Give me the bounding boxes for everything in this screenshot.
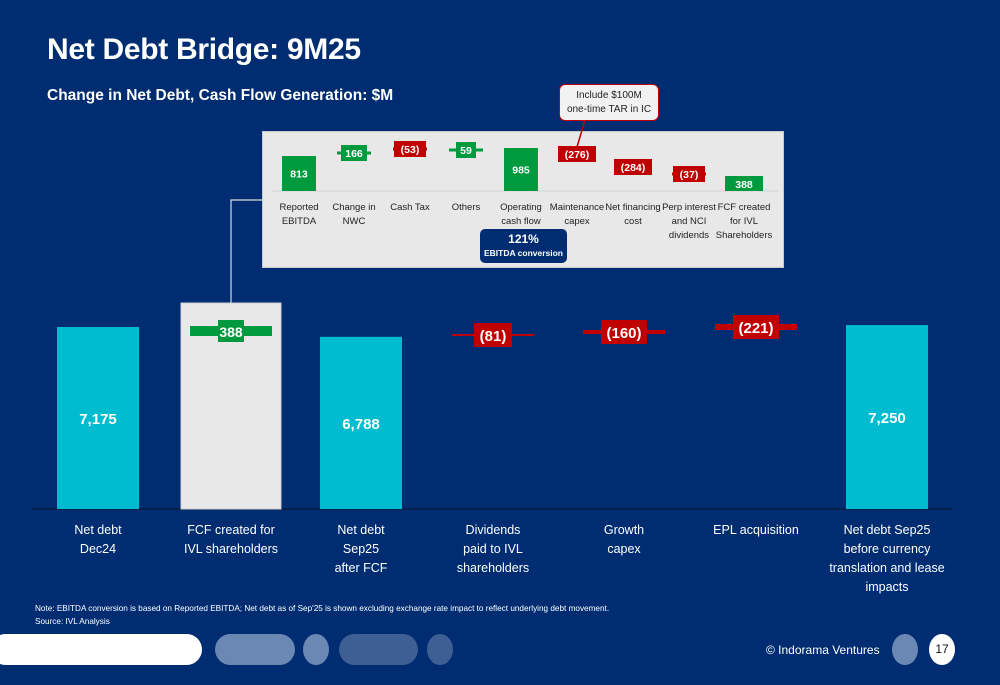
- inset-category-label: Reported: [279, 202, 318, 213]
- category-label: Dividends: [466, 523, 521, 537]
- inset-data-label: 813: [290, 169, 308, 181]
- category-label: FCF created for: [187, 523, 275, 537]
- category-label: impacts: [865, 580, 908, 594]
- footer-decoration-dot: [427, 634, 453, 665]
- inset-data-label-box: [673, 166, 705, 182]
- inset-category-label: Maintenance: [550, 202, 604, 213]
- inset-category-label: for IVL: [730, 216, 758, 227]
- inset-category-label: dividends: [669, 230, 709, 241]
- inset-data-label-box: [614, 159, 652, 175]
- inset-data-label: 985: [512, 165, 530, 177]
- category-label: EPL acquisition: [713, 523, 799, 537]
- category-label: before currency: [844, 542, 932, 556]
- inset-category-label: FCF created: [718, 202, 771, 213]
- bar-net-debt: [57, 327, 139, 509]
- footer-decoration-pill: [215, 634, 295, 665]
- page-title: Net Debt Bridge: 9M25: [47, 33, 361, 66]
- inset-category-label: Operating: [500, 202, 542, 213]
- callout-line-1: Include $100M: [576, 90, 642, 101]
- category-label: Dec24: [80, 542, 116, 556]
- inset-category-label: Cash Tax: [390, 202, 430, 213]
- note-text: Note: EBITDA conversion is based on Repo…: [35, 604, 610, 613]
- callout-pointer: [576, 119, 586, 148]
- inset-bar-total: [725, 176, 763, 191]
- category-label: translation and lease: [829, 561, 944, 575]
- footer-decoration-dot: [892, 634, 918, 665]
- bar-net-debt: [846, 325, 928, 509]
- inset-data-label: (284): [621, 162, 646, 174]
- inset-data-label: 166: [345, 148, 363, 160]
- footnote: Note: EBITDA conversion is based on Repo…: [35, 602, 609, 628]
- inset-bar-total: [282, 156, 316, 191]
- conversion-label: EBITDA conversion: [483, 248, 564, 258]
- source-text: Source: IVL Analysis: [35, 617, 110, 626]
- data-label-box: [474, 323, 512, 347]
- inset-category-label: cash flow: [501, 216, 541, 227]
- inset-category-label: Perp interest: [662, 202, 716, 213]
- callout-line-2: one-time TAR in IC: [566, 104, 652, 115]
- data-label: (81): [480, 328, 507, 345]
- inset-category-label: and NCI: [672, 216, 707, 227]
- copyright: © Indorama Ventures: [766, 643, 880, 657]
- page-number: 17: [929, 634, 955, 665]
- category-label: Net debt: [337, 523, 385, 537]
- data-label: (221): [738, 320, 773, 337]
- data-label: 388: [219, 324, 243, 340]
- inset-data-label: 388: [735, 179, 753, 191]
- data-label-box: [733, 315, 779, 339]
- inset-data-label-box: [558, 146, 596, 162]
- inset-data-label: (37): [680, 169, 699, 181]
- data-label: 7,250: [868, 410, 906, 427]
- data-label-box: [601, 320, 647, 344]
- inset-category-label: EBITDA: [282, 216, 317, 227]
- footer-decoration-pill: [339, 634, 418, 665]
- inset-category-label: capex: [564, 216, 590, 227]
- inset-data-label: 59: [460, 145, 472, 157]
- data-label-box: [218, 320, 244, 342]
- category-label: Sep25: [343, 542, 379, 556]
- inset-data-label-box: [394, 141, 426, 157]
- conversion-percent: 121%: [508, 232, 539, 246]
- category-label: capex: [607, 542, 641, 556]
- category-label: paid to IVL: [463, 542, 523, 556]
- inset-data-label-box: [341, 145, 367, 161]
- category-label: Net debt Sep25: [844, 523, 931, 537]
- data-label: (160): [606, 325, 641, 342]
- inset-connector-line: [230, 199, 262, 303]
- category-label: Growth: [604, 523, 644, 537]
- inset-bar-total: [504, 148, 538, 191]
- category-label: shareholders: [457, 561, 529, 575]
- inset-category-label: Others: [452, 202, 481, 213]
- ebitda-conversion-badge: 121% EBITDA conversion: [480, 229, 567, 263]
- inset-category-label: Change in: [332, 202, 375, 213]
- inset-data-label-box: [456, 142, 476, 158]
- tar-callout: Include $100M one-time TAR in IC: [559, 84, 659, 121]
- category-label: Net debt: [74, 523, 122, 537]
- inset-data-label: (53): [401, 144, 420, 156]
- inset-category-label: Shareholders: [716, 230, 773, 241]
- inset-category-label: Net financing: [605, 202, 660, 213]
- inset-data-label: (276): [565, 149, 590, 161]
- bar-net-debt: [320, 336, 402, 509]
- inset-category-label: NWC: [343, 216, 366, 227]
- footer-decoration-dot: [303, 634, 329, 665]
- inset-category-label: cost: [624, 216, 642, 227]
- category-label: after FCF: [335, 561, 388, 575]
- data-label: 7,175: [79, 411, 117, 428]
- page-subtitle: Change in Net Debt, Cash Flow Generation…: [47, 87, 394, 104]
- data-label: 6,788: [342, 416, 380, 433]
- category-label: IVL shareholders: [184, 542, 278, 556]
- footer-decoration-pill: [0, 634, 202, 665]
